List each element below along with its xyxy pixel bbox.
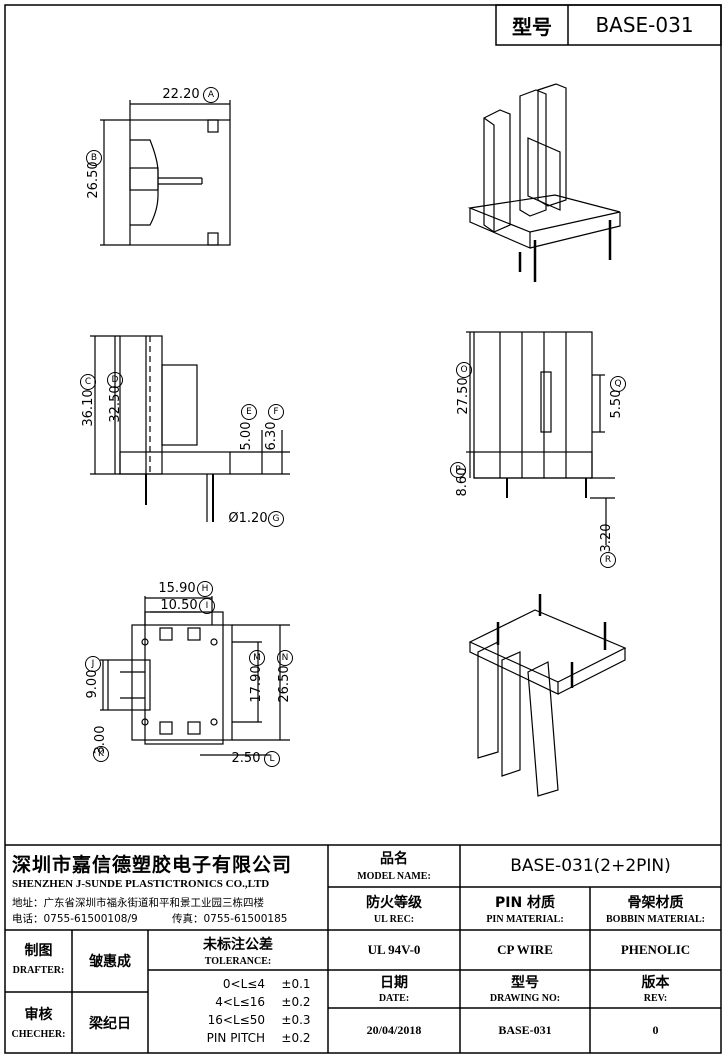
dim-top-width: 22.20 <box>162 86 200 102</box>
dim-side-d1: 36.10 <box>80 389 96 427</box>
dim-ref-c: C <box>80 374 96 390</box>
dim-ref-e: E <box>241 404 257 420</box>
dim-ref-j: J <box>85 656 101 672</box>
tolerance-value: ±0.3 <box>281 1013 311 1027</box>
ul-label-en: UL REC: <box>373 913 415 925</box>
drawing-no-label-en: DRAWING NO: <box>489 992 561 1004</box>
tolerance-range: PIN PITCH <box>206 1031 265 1045</box>
dim-ref-g: G <box>268 511 284 527</box>
dim-ref-l: L <box>264 751 280 767</box>
dim-bottom-d7: 2.50 <box>231 750 261 766</box>
date-label-en: DATE: <box>378 992 410 1004</box>
rev-value: 0 <box>652 1023 659 1037</box>
dim-ref-n: N <box>277 650 293 666</box>
pin-material-value: CP WIRE <box>497 942 553 957</box>
tolerance-value: ±0.2 <box>281 1031 311 1045</box>
dim-ref-m: M <box>249 650 265 666</box>
dim-ref-k: K <box>93 746 109 762</box>
date-value: 20/04/2018 <box>366 1023 422 1037</box>
rev-label-cn: 版本 <box>641 975 670 991</box>
header-box <box>495 4 722 46</box>
ul-label-cn: 防火等级 <box>366 895 422 911</box>
dim-ref-r: R <box>600 552 616 568</box>
pin-material-label-cn: PIN 材质 <box>494 895 556 911</box>
sheet-border <box>4 4 722 1054</box>
title-block-grid <box>5 844 721 1053</box>
dim-ref-h: H <box>197 581 213 597</box>
dim-ref-i: I <box>199 598 215 614</box>
dim-ref-b: B <box>86 150 102 166</box>
dim-side-pin-dia: Ø1.20 <box>228 510 268 526</box>
tolerance-range: 16<L≤50 <box>207 1013 265 1027</box>
drawing-no-label-cn: 型号 <box>511 975 539 991</box>
side-view <box>90 335 290 522</box>
header-model-label: 型号 <box>512 14 552 39</box>
ul-value: UL 94V-0 <box>367 942 421 957</box>
tolerance-value: ±0.2 <box>281 995 311 1009</box>
company-name-cn: 深圳市嘉信德塑胶电子有限公司 <box>12 853 293 876</box>
model-name-label-cn: 品名 <box>380 851 408 867</box>
tolerance-label-en: TOLERANCE: <box>204 955 272 967</box>
dim-side-d3: 5.00 <box>238 421 254 451</box>
dim-bottom-d4: 17.90 <box>248 665 264 703</box>
dim-bottom-d1: 15.90 <box>158 580 196 596</box>
checker-label-cn: 审核 <box>24 1007 53 1023</box>
dim-side-d4: 6.30 <box>263 421 279 451</box>
bobbin-material-label-cn: 骨架材质 <box>627 895 684 911</box>
date-label-cn: 日期 <box>380 975 408 991</box>
dim-bottom-d5: 26.50 <box>276 665 292 703</box>
dim-ref-p: P <box>450 462 466 478</box>
tolerance-label-cn: 未标注公差 <box>203 937 273 953</box>
isometric-view-top <box>467 83 621 282</box>
bottom-view <box>100 596 290 756</box>
drafter-label-cn: 制图 <box>24 943 53 959</box>
top-view <box>100 100 231 246</box>
dim-ref-q: Q <box>610 376 626 392</box>
pin-material-label-en: PIN MATERIAL: <box>486 913 564 925</box>
dim-front-d1: 27.50 <box>455 377 471 415</box>
front-view <box>466 331 615 545</box>
dim-ref-a: A <box>203 87 219 103</box>
company-address: 地址：广东省深圳市福永街道和平和景工业园三栋四楼 <box>12 896 264 909</box>
drawing-no-value: BASE-031 <box>498 1023 552 1037</box>
dim-ref-o: O <box>456 362 472 378</box>
dim-ref-f: F <box>268 404 284 420</box>
model-name-label-en: MODEL NAME: <box>357 870 431 882</box>
bobbin-material-label-en: BOBBIN MATERIAL: <box>606 913 705 925</box>
bobbin-material-value: PHENOLIC <box>620 942 691 957</box>
model-name-value: BASE-031(2+2PIN) <box>510 856 671 876</box>
rev-label-en: REV: <box>643 992 668 1004</box>
drafter-label-en: DRAFTER: <box>12 964 65 976</box>
company-name-en: SHENZHEN J-SUNDE PLASTICTRONICS CO.,LTD <box>12 878 270 890</box>
dim-ref-d: D <box>107 372 123 388</box>
header-model-value: BASE-031 <box>595 13 694 37</box>
isometric-view-bottom <box>468 594 627 797</box>
tolerance-range: 0<L≤4 <box>222 977 265 991</box>
company-phone: 电话：0755-61500108/9 <box>12 912 138 925</box>
dim-bottom-d2: 10.50 <box>160 597 198 613</box>
checker-label-en: CHECHER: <box>11 1028 66 1040</box>
company-fax: 传真：0755-61500185 <box>172 912 288 925</box>
drafter-name: 皱惠成 <box>89 954 131 970</box>
checker-name: 梁纪日 <box>89 1015 131 1032</box>
tolerance-range: 4<L≤16 <box>215 995 265 1009</box>
tolerance-value: ±0.1 <box>281 977 311 991</box>
